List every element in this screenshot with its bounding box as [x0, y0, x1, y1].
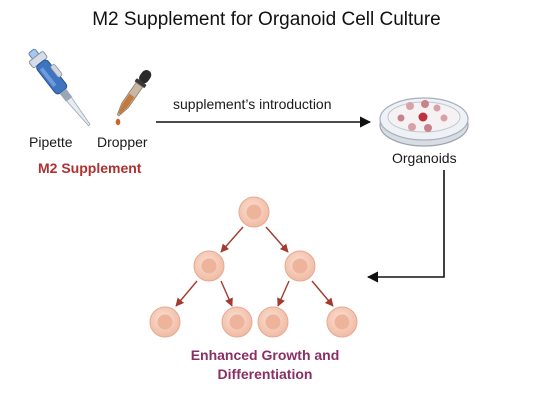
cell-tree [149, 196, 358, 338]
cell-icon [257, 306, 289, 338]
division-arrow [265, 226, 289, 253]
dropper-icon [115, 69, 152, 126]
pipette-label: Pipette [29, 134, 73, 150]
division-arrow [311, 280, 334, 307]
supplement-label: M2 Supplement [38, 160, 142, 176]
division-arrow [175, 280, 198, 307]
cell-icon [284, 250, 316, 282]
result-label: Enhanced Growth and Differentiation [190, 347, 340, 382]
cell-icon [221, 306, 253, 338]
division-arrow [220, 226, 244, 253]
cell-icon [238, 196, 270, 228]
flow-arrow [366, 170, 445, 283]
dropper-label: Dropper [97, 134, 148, 150]
cell-icon [326, 306, 358, 338]
arrow-label: supplement’s introduction [173, 96, 332, 112]
organoids-label: Organoids [392, 150, 457, 166]
cell-icon [193, 250, 225, 282]
division-arrow [220, 280, 233, 307]
division-arrow [277, 280, 290, 307]
pipette-icon [28, 48, 91, 127]
cell-icon [149, 306, 181, 338]
diagram-title: M2 Supplement for Organoid Cell Culture [92, 9, 441, 30]
petri-dish-icon [379, 97, 469, 147]
